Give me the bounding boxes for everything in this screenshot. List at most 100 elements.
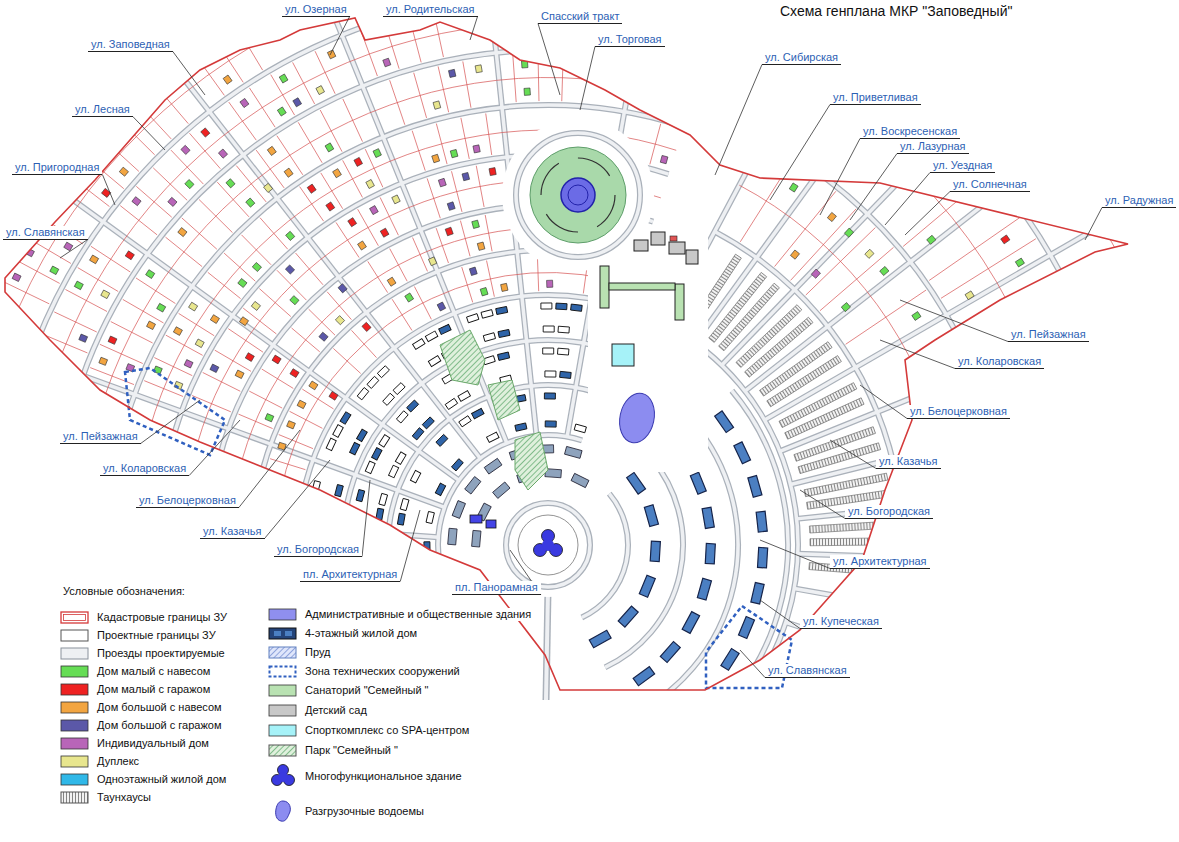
house-plot (469, 267, 477, 275)
legend-item: Пруд (268, 646, 332, 659)
parcel-line (90, 368, 134, 385)
cottage (467, 314, 479, 323)
legend-text: Дуплекс (95, 755, 141, 768)
apartment-building (697, 578, 711, 600)
apartment-building (660, 642, 680, 663)
house-plot (235, 370, 244, 378)
road-edge (722, 27, 1048, 365)
townhouse-row (809, 521, 893, 533)
road-edge (780, 275, 1179, 451)
street-label: ул. Пейзажная (60, 430, 141, 444)
parcel-line (217, 182, 249, 217)
parcel-line (461, 118, 469, 159)
cottage (396, 411, 408, 423)
leader-line (760, 600, 800, 629)
leader-line (715, 65, 762, 176)
parcel-line (463, 61, 471, 107)
house-plot (12, 273, 21, 281)
parcel-line (390, 80, 405, 124)
apartment-building (465, 477, 481, 495)
legend-text: Проезды проектируемые (95, 647, 227, 660)
street-label: ул. Лесная (72, 103, 133, 117)
parcel-line (189, 133, 220, 168)
sport-complex (612, 344, 634, 366)
cottage (498, 352, 510, 360)
road-edge (0, 0, 718, 842)
street-label: ул. Уездная (930, 159, 995, 173)
parcel-line (368, 261, 388, 292)
apartment-building (739, 617, 755, 639)
road-edge (298, 295, 625, 772)
boundary (5, 18, 1128, 690)
house-plot (524, 88, 530, 95)
color-swatch (269, 609, 296, 620)
road-edge (278, 0, 507, 443)
road-surface (695, 0, 971, 343)
admin-building (486, 520, 496, 528)
leader-line (538, 24, 560, 96)
road-surface (794, 588, 1179, 670)
legend-text: Дом малый с гаражом (95, 683, 212, 696)
road-edge (773, 655, 1179, 842)
cottage (544, 393, 555, 399)
legend-item: Индивидуальный дом (60, 737, 211, 750)
parcel-line (650, 124, 661, 165)
house-plot (90, 255, 99, 264)
parcel-line (242, 235, 272, 265)
street-label: ул. Белоцерковная (136, 494, 239, 508)
road-edge (208, 205, 653, 842)
cottage (560, 371, 572, 378)
parcel-line (298, 122, 322, 162)
houses (12, 50, 1024, 686)
street-label: ул. Воскресенская (860, 125, 960, 139)
cottage (333, 425, 344, 438)
parcel-line (806, 228, 876, 296)
apartment-building (448, 528, 457, 545)
circle-ground (502, 119, 654, 271)
house-plot (362, 322, 371, 331)
road-surface (343, 340, 611, 731)
road-edge (797, 470, 1179, 519)
house-plot (184, 360, 193, 368)
cottage (357, 429, 368, 442)
leader-line (470, 17, 478, 41)
leader-line (860, 385, 907, 419)
road-surface (0, 0, 755, 842)
house-plot (319, 332, 328, 341)
legend-item: Дом малый с гаражом (60, 683, 212, 696)
leader-line (400, 510, 420, 582)
apartment-building (748, 476, 762, 498)
house-plot (147, 321, 156, 330)
legend-swatch (60, 647, 90, 660)
parcel-line (256, 150, 284, 188)
house-plot (880, 266, 889, 275)
parcel-line (44, 335, 87, 353)
street-label: ул. Коларовская (955, 355, 1044, 369)
parcel-line (292, 328, 320, 352)
house-plot (437, 302, 446, 311)
parcel-line (302, 389, 333, 409)
house-plot (445, 227, 453, 236)
cottage (543, 348, 554, 354)
apartment-building (452, 501, 465, 519)
house-plot (462, 172, 470, 180)
house-plot (285, 265, 294, 274)
road-surface (298, 295, 625, 772)
house-plot (335, 316, 344, 325)
swatch-apartment (269, 628, 296, 639)
cottage (445, 398, 457, 409)
cottage (496, 306, 508, 314)
road-surface (108, 105, 684, 842)
swatch-multifunction (284, 775, 295, 786)
road-edge (30, 621, 469, 842)
legend-text: Зона технических сооружений (303, 665, 462, 678)
street-label: ул. Родительская (383, 3, 478, 17)
color-swatch (269, 725, 296, 736)
cottage (365, 461, 375, 473)
color-swatch (269, 705, 296, 716)
house-plot (290, 369, 299, 378)
parcel-line (929, 217, 1021, 281)
swatch-apartment (285, 631, 292, 636)
parcel-line (513, 55, 516, 102)
